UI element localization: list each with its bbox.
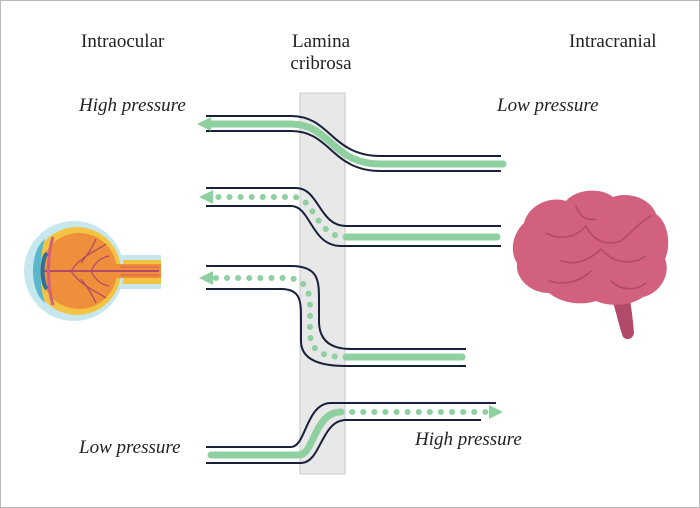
axon-row-2-flow-dotted <box>210 194 349 240</box>
axon-row-3-upper-wall <box>206 265 466 350</box>
header-lamina-cribrosa: Lamina cribrosa <box>271 31 371 75</box>
eye-icon <box>24 221 161 321</box>
label-high-pressure-bottom: High pressure <box>415 429 522 450</box>
axon-row-4-lower-wall <box>206 419 481 464</box>
header-lamina-line2: cribrosa <box>290 53 352 74</box>
header-intracranial: Intracranial <box>569 31 657 52</box>
axon-row-2-upper-wall <box>206 187 501 227</box>
axon-row-4-arrow <box>489 405 503 419</box>
axon-row-1-arrow <box>197 117 211 131</box>
header-intraocular: Intraocular <box>81 31 165 52</box>
label-low-pressure-top: Low pressure <box>497 95 599 116</box>
axon-row-1-lower-wall <box>206 130 501 172</box>
axon-row-2 <box>199 187 501 247</box>
axon-row-3 <box>199 265 466 367</box>
label-high-pressure-top: High pressure <box>79 95 186 116</box>
axon-row-3-flow-dotted <box>210 275 349 360</box>
axon-row-2-lower-wall <box>206 205 501 247</box>
header-lamina-line1: Lamina <box>291 31 351 52</box>
brain-icon <box>512 190 669 340</box>
axon-row-1 <box>197 115 507 172</box>
axon-row-1-flow <box>207 120 507 168</box>
axon-row-3-arrow <box>199 271 213 285</box>
axon-row-2-arrow <box>199 190 213 204</box>
axon-row-4-upper-wall <box>206 402 496 448</box>
axon-row-4-flow-solid <box>207 408 345 459</box>
axon-row-3-lower-wall <box>206 288 466 367</box>
axon-row-1-upper-wall <box>206 115 501 157</box>
label-low-pressure-bottom: Low pressure <box>79 437 181 458</box>
axon-row-4 <box>206 402 503 464</box>
